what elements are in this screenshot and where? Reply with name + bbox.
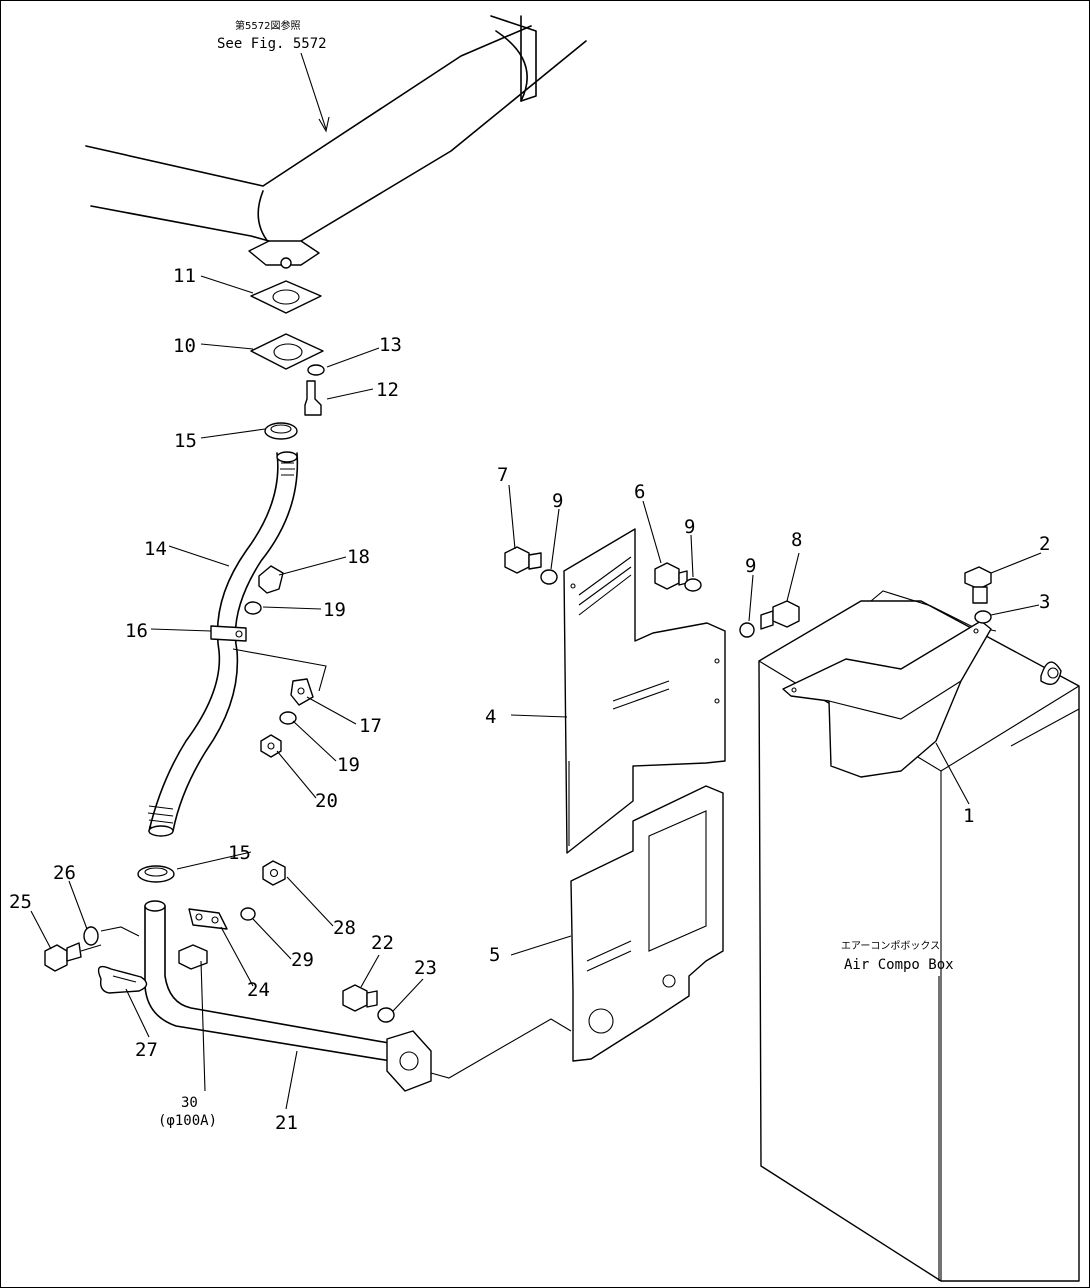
- item-30-label: 30 (φ100A): [158, 1095, 217, 1129]
- reference-label: 第5572図参照 See Fig. 5572: [217, 19, 327, 52]
- air-box-jp: エアーコンポボックス: [841, 940, 940, 952]
- callout-numbers: 11 10 13 12 15 14 18 19 16 17 19 20 15 2…: [9, 265, 1050, 1134]
- callout-12: 12: [376, 379, 399, 401]
- washer-26: [83, 926, 140, 946]
- callout-4: 4: [485, 706, 496, 728]
- air-box-en: Air Compo Box: [844, 957, 954, 973]
- bracket-30: [178, 944, 208, 1092]
- callout-9b: 9: [684, 516, 695, 538]
- gasket-11: [250, 280, 322, 314]
- callout-17: 17: [359, 715, 382, 737]
- leader-lines: [30, 52, 1080, 1110]
- hose-14: [147, 451, 299, 837]
- callout-21: 21: [275, 1112, 298, 1134]
- washer-9c: [739, 622, 755, 638]
- callout-2: 2: [1039, 533, 1050, 555]
- item30-num: 30: [181, 1095, 198, 1111]
- bolt-6: [654, 562, 688, 590]
- callout-11: 11: [173, 265, 196, 287]
- clip-16: [210, 625, 247, 642]
- air-box-label: エアーコンポボックス Air Compo Box: [841, 940, 954, 1281]
- bracket-24: [188, 908, 228, 930]
- callout-15a: 15: [174, 430, 197, 452]
- callout-16: 16: [125, 620, 148, 642]
- callout-9c: 9: [745, 555, 756, 577]
- washer-23: [377, 1007, 395, 1023]
- callout-7: 7: [497, 464, 508, 486]
- callout-6: 6: [634, 481, 645, 503]
- callout-14: 14: [144, 538, 167, 560]
- callout-25: 25: [9, 891, 32, 913]
- callout-15b: 15: [228, 842, 251, 864]
- nut-20: [260, 734, 282, 758]
- bracket-1: [782, 620, 992, 778]
- bolt-22: [342, 984, 378, 1012]
- callout-24: 24: [247, 979, 270, 1001]
- air-compo-box: [758, 590, 1080, 1282]
- callout-19a: 19: [323, 599, 346, 621]
- washer-9b: [684, 578, 702, 592]
- callout-20: 20: [315, 790, 338, 812]
- callout-22: 22: [371, 932, 394, 954]
- callout-19b: 19: [337, 754, 360, 776]
- washer-19a: [244, 601, 262, 615]
- u-bolt-27: [97, 965, 148, 994]
- clamp-15-upper: [264, 422, 298, 440]
- callout-8: 8: [791, 529, 802, 551]
- callout-5: 5: [489, 944, 500, 966]
- bolt-25: [44, 942, 102, 972]
- washer-3: [974, 610, 992, 624]
- cover-5: [570, 785, 724, 1062]
- washer-29: [240, 907, 256, 921]
- washer-19b: [279, 711, 297, 725]
- clamp-15-lower: [137, 865, 175, 883]
- item30-sub: (φ100A): [158, 1113, 217, 1129]
- callout-1: 1: [963, 805, 974, 827]
- callout-18: 18: [347, 546, 370, 568]
- elbow-18: [258, 565, 284, 594]
- callout-23: 23: [414, 957, 437, 979]
- callout-9a: 9: [552, 490, 563, 512]
- callout-13: 13: [379, 334, 402, 356]
- pipe-21: [144, 900, 572, 1092]
- callout-27: 27: [135, 1039, 158, 1061]
- flange-10: [250, 333, 324, 370]
- nut-28: [262, 860, 286, 886]
- bolt-7: [504, 546, 542, 574]
- washer-13: [307, 364, 325, 376]
- bracket-line: [232, 648, 327, 692]
- bolt-2: [964, 566, 992, 604]
- callout-26: 26: [53, 862, 76, 884]
- upper-duct: [85, 15, 587, 269]
- callout-10: 10: [173, 335, 196, 357]
- callout-29: 29: [291, 949, 314, 971]
- clip-17: [290, 678, 314, 706]
- bolt-8: [760, 600, 800, 630]
- cover-4: [563, 528, 726, 854]
- reference-jp: 第5572図参照: [235, 19, 300, 32]
- washer-9a: [540, 569, 558, 585]
- callout-28: 28: [333, 917, 356, 939]
- reference-en: See Fig. 5572: [217, 36, 327, 52]
- elbow-12: [304, 380, 322, 416]
- callout-3: 3: [1039, 591, 1050, 613]
